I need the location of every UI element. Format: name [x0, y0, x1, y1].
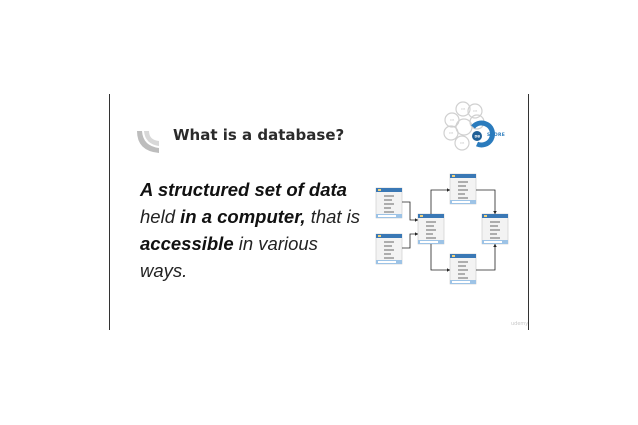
- svg-text:DB: DB: [461, 107, 465, 111]
- definition-part-1: A structured set of data: [140, 179, 347, 200]
- svg-text:DB: DB: [460, 141, 464, 145]
- definition-part-4: that is: [310, 206, 361, 227]
- db-table: [375, 187, 403, 219]
- db-table: [375, 233, 403, 265]
- definition-part-2: held: [140, 206, 175, 227]
- svg-text:DB: DB: [473, 109, 477, 113]
- relational-tables-diagram-icon: [375, 173, 509, 285]
- definition-text: A structured set of data held in a compu…: [140, 176, 370, 284]
- definition-part-6: in various: [238, 233, 318, 254]
- logo-wordmark: STORE: [487, 133, 506, 138]
- definition-part-3: in a computer,: [180, 206, 306, 227]
- db-table: [449, 253, 477, 285]
- definition-part-5: accessible: [140, 233, 234, 254]
- definition-part-7: ways.: [140, 260, 188, 281]
- cloud-database-logo-icon: DB DB DB DB DB DB: [443, 101, 495, 151]
- watermark-logo: udemy: [511, 321, 529, 327]
- svg-text:DB: DB: [450, 118, 454, 122]
- db-table: [449, 173, 477, 205]
- svg-text:DB: DB: [449, 131, 453, 135]
- left-border-line: [109, 94, 110, 330]
- db-table: [481, 213, 509, 245]
- db-table: [417, 213, 445, 245]
- right-border-line: [528, 94, 529, 330]
- title-corner-decoration-icon: [137, 131, 159, 153]
- svg-text:DB: DB: [475, 135, 481, 139]
- slide-title: What is a database?: [173, 126, 345, 144]
